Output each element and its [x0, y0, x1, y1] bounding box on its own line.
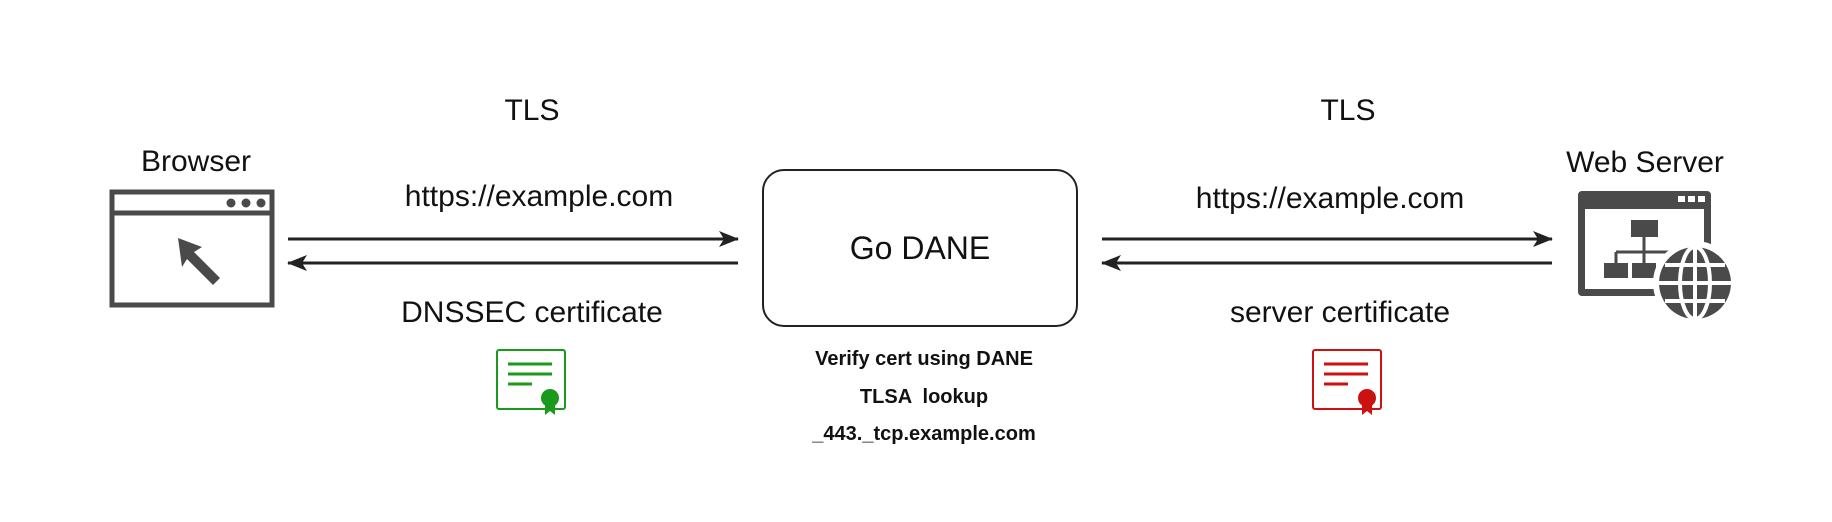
web-server-label: Web Server	[1566, 146, 1724, 179]
browser-window-cursor-icon	[109, 189, 275, 308]
note-verify: Verify cert using DANE	[815, 348, 1033, 370]
note-tlsa-record: _443._tcp.example.com	[812, 423, 1036, 445]
right-request-label: https://example.com	[1195, 182, 1465, 215]
certificate-red-icon	[1312, 349, 1382, 415]
browser-label: Browser	[140, 145, 252, 178]
web-server-globe-icon	[1578, 191, 1737, 325]
left-response-label: DNSSEC certificate	[401, 296, 663, 329]
right-response-label: server certificate	[1229, 296, 1451, 329]
left-request-label: https://example.com	[404, 180, 674, 213]
note-tlsa-lookup: TLSA lookup	[859, 386, 989, 408]
right-protocol-label: TLS	[1320, 94, 1376, 127]
go-dane-label: Go DANE	[849, 230, 991, 266]
left-protocol-label: TLS	[504, 94, 560, 127]
go-dane-node: Go DANE	[762, 169, 1078, 327]
certificate-green-icon	[496, 349, 566, 415]
